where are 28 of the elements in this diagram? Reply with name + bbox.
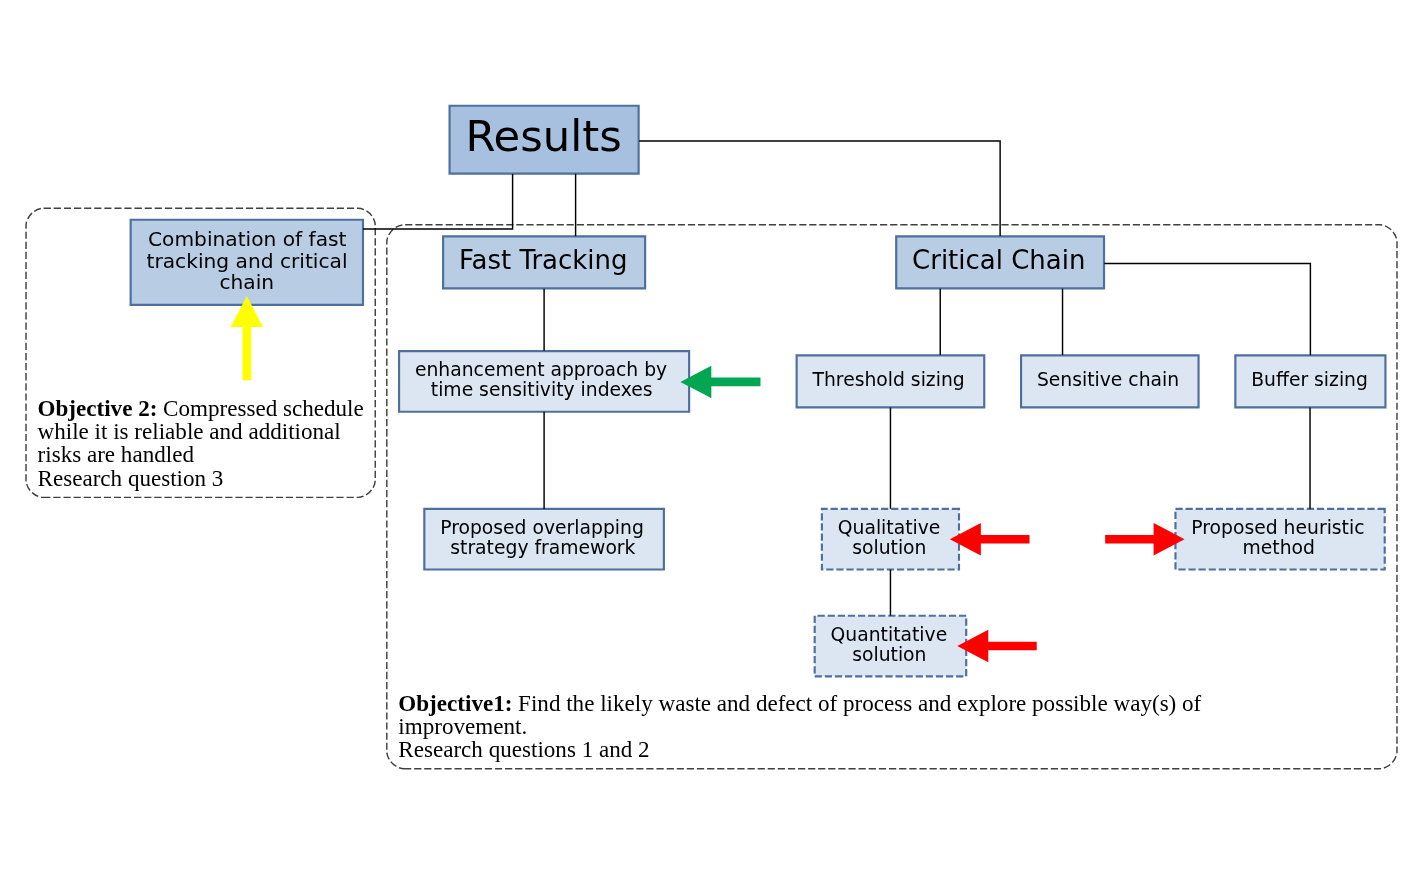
connector [1103, 262, 1312, 356]
connector [543, 410, 545, 510]
node-box: Sensitive chain [1019, 353, 1200, 408]
connector [1309, 406, 1311, 510]
connector [362, 172, 514, 230]
node-box: Quantitative solution [813, 614, 968, 677]
node-box: Threshold sizing [795, 353, 986, 408]
node-box: Fast Tracking [442, 234, 647, 289]
node-box: Critical Chain [895, 234, 1106, 289]
node-box: Qualitative solution [820, 507, 961, 571]
connector [638, 139, 1001, 237]
node-box: Results [448, 104, 640, 175]
node-box: enhancement approach by time sensitivity indexes [398, 349, 691, 413]
arrow [949, 522, 1030, 555]
node-box: Buffer sizing [1234, 353, 1387, 408]
node-box: Combination of fast tracking and critical chain [129, 218, 365, 306]
connector [889, 406, 892, 510]
connector [889, 568, 892, 616]
connector [1061, 287, 1064, 356]
arrow [957, 629, 1037, 662]
node-box: Proposed heuristic method [1174, 507, 1386, 571]
connector [939, 287, 941, 356]
connector [543, 287, 545, 352]
connector [574, 172, 577, 237]
arrow [680, 365, 761, 398]
arrow [1105, 522, 1185, 555]
node-box: Proposed overlapping strategy framework [423, 507, 665, 571]
arrow [230, 295, 264, 380]
